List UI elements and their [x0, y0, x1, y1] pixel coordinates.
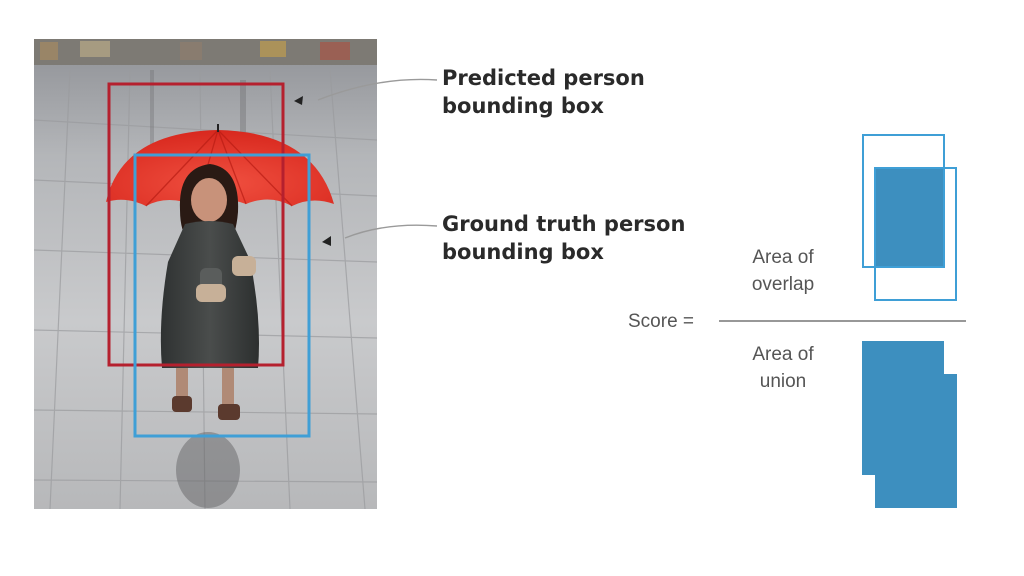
predicted-callout-pointer — [294, 78, 438, 105]
overlap-area-fill — [875, 168, 944, 267]
denominator-label: Area of union — [752, 344, 814, 392]
box-b-outline — [874, 167, 957, 301]
score-label: Score = — [628, 311, 695, 332]
ground-truth-callout-pointer — [322, 224, 438, 246]
box-a-outline — [862, 134, 945, 268]
ground-truth-bounding-box — [133, 153, 311, 438]
overlap-diagram — [862, 134, 957, 301]
street-photo — [34, 39, 377, 509]
union-area-fill — [862, 341, 957, 508]
predicted-box-label: Predicted person bounding box — [442, 66, 645, 118]
predicted-bounding-box — [107, 82, 285, 367]
numerator-label: Area of overlap — [751, 247, 815, 295]
ground-truth-box-label: Ground truth person bounding box — [442, 212, 686, 264]
